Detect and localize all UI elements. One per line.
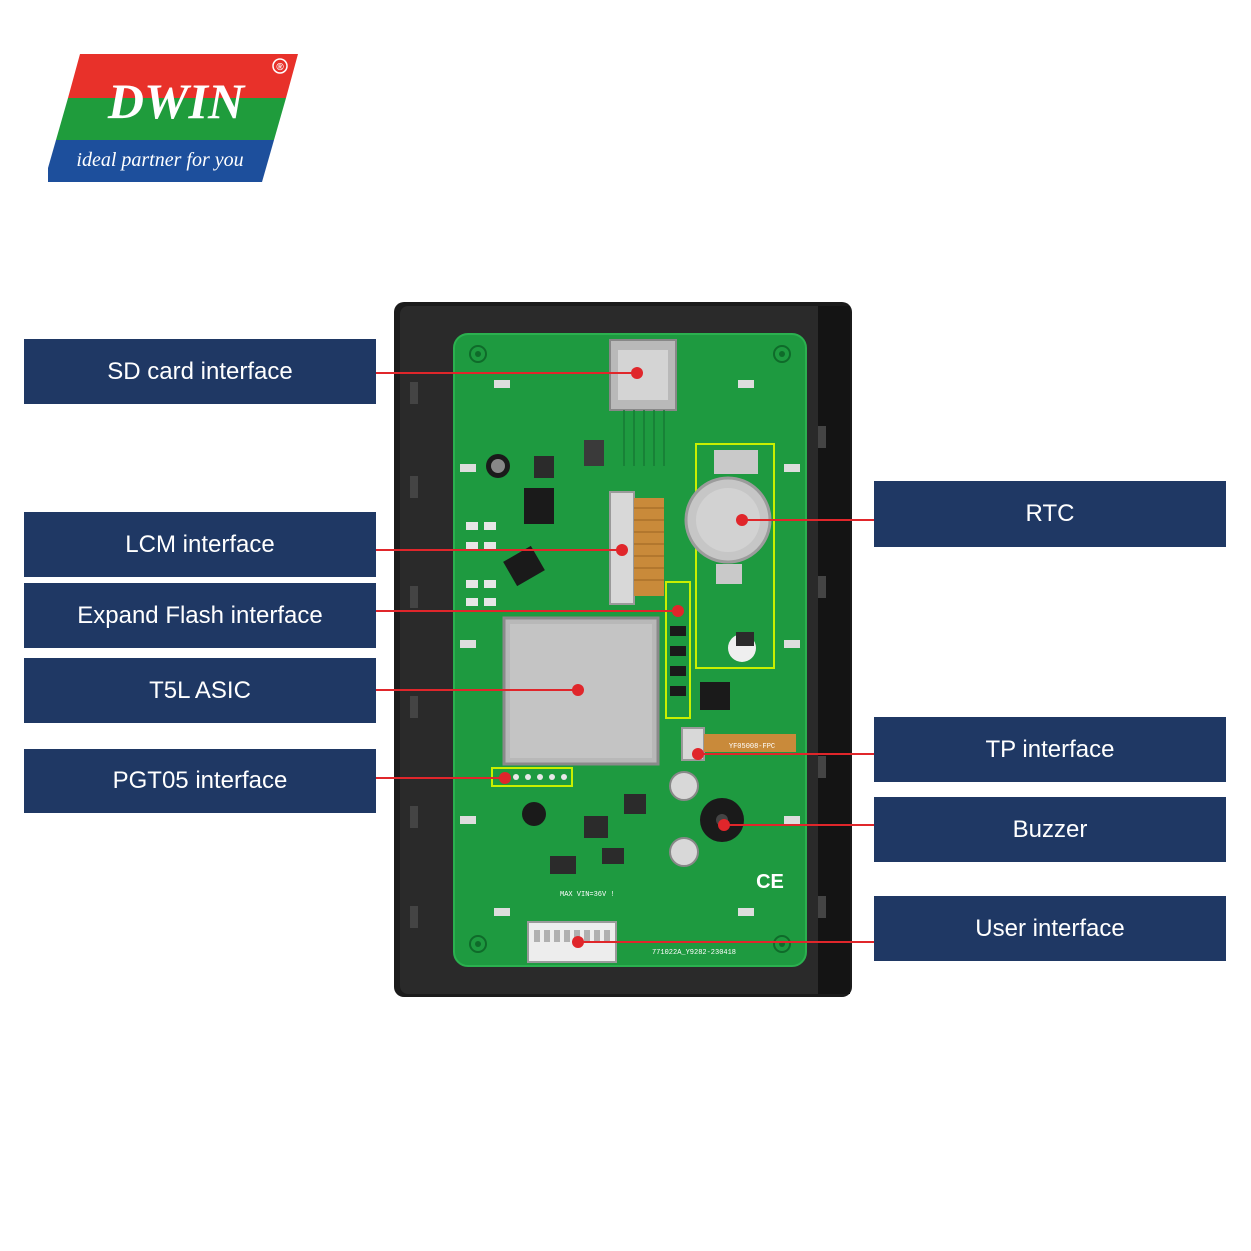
label-user-interface: User interface [874, 896, 1226, 961]
dwin-logo: DWIN ideal partner for you ® [48, 54, 298, 182]
user-interface-connector [527, 921, 617, 963]
lcm-connector [609, 491, 635, 605]
tp-flex-label: YF05008-FPC [729, 743, 775, 751]
power-note: MAX VIN=36V ! [560, 891, 615, 899]
label-rtc: RTC [874, 481, 1226, 547]
label-lcm-interface: LCM interface [24, 512, 376, 577]
label-tp-interface-text: TP interface [985, 735, 1115, 763]
label-pgt05-interface-text: PGT05 interface [112, 767, 288, 794]
expand-flash-highlight [665, 581, 691, 719]
ce-mark: CE [756, 871, 784, 893]
label-sd-card-interface-text: SD card interface [107, 357, 293, 385]
label-t5l-asic-text: T5L ASIC [149, 676, 251, 704]
part-number: 771022A_Y9282-230418 [652, 949, 736, 957]
label-buzzer-text: Buzzer [1012, 815, 1088, 843]
registered-mark: ® [276, 62, 284, 73]
label-t5l-asic: T5L ASIC [24, 658, 376, 723]
label-rtc-text: RTC [1025, 500, 1075, 527]
label-expand-flash-interface-text: Expand Flash interface [77, 601, 323, 629]
label-sd-card-interface: SD card interface [24, 339, 376, 404]
rtc-highlight [695, 443, 775, 669]
label-expand-flash-interface: Expand Flash interface [24, 583, 376, 648]
dwin-logo-tagline: ideal partner for you [76, 149, 243, 171]
label-pgt05-interface: PGT05 interface [24, 749, 376, 813]
label-lcm-interface-text: LCM interface [125, 530, 275, 558]
label-user-interface-text: User interface [975, 914, 1125, 942]
label-buzzer: Buzzer [874, 797, 1226, 862]
tp-connector [681, 727, 705, 761]
ic-chip [524, 488, 554, 524]
label-tp-interface: TP interface [874, 717, 1226, 782]
pcb-board-photo: YF05008-FPC CE MAX VIN=36V ! [394, 302, 852, 997]
dwin-logo-wordmark: DWIN [107, 73, 246, 129]
